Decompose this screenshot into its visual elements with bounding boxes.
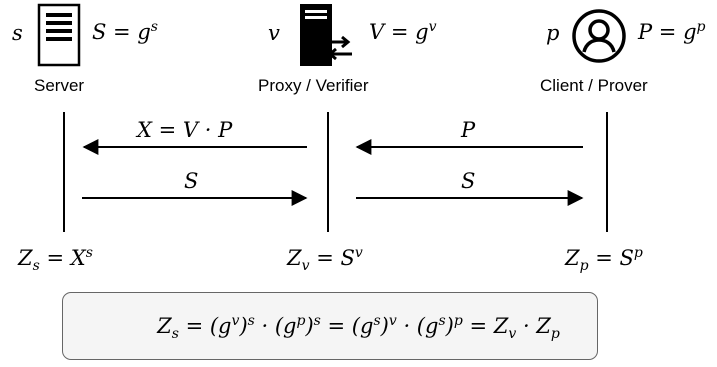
server-final-key: Zs = Xs bbox=[18, 245, 93, 275]
client-name: Client / Prover bbox=[540, 76, 648, 95]
client-final-key: Zp = Sp bbox=[565, 245, 643, 275]
proxy-server-exchange-icon bbox=[298, 2, 356, 73]
msg-server-to-proxy: S bbox=[184, 169, 199, 193]
server-icon bbox=[37, 3, 81, 72]
proxy-final-key: Zv = Sv bbox=[287, 245, 363, 275]
equation-box bbox=[62, 292, 598, 360]
client-public-key: P = gp bbox=[638, 19, 706, 44]
msg-client-to-proxy: P bbox=[461, 118, 476, 142]
user-icon bbox=[571, 8, 627, 69]
msg-proxy-to-server: X = V · P bbox=[137, 118, 233, 142]
server-name: Server bbox=[34, 76, 85, 95]
server-secret-var: s bbox=[12, 21, 23, 45]
proxy-name: Proxy / Verifier bbox=[258, 76, 369, 95]
proxy-public-key: V = gv bbox=[369, 19, 437, 44]
client-secret-var: p bbox=[546, 21, 560, 45]
proxy-lifeline bbox=[327, 112, 329, 232]
client-lifeline bbox=[606, 112, 608, 232]
server-public-key: S = gs bbox=[92, 19, 158, 44]
proxy-secret-var: v bbox=[268, 21, 280, 45]
shared-key-equation: Zs = (gv)s · (gp)s = (gs)v · (gs)p = Zv … bbox=[157, 313, 560, 343]
msg-proxy-to-client: S bbox=[461, 169, 476, 193]
server-lifeline bbox=[63, 112, 65, 232]
